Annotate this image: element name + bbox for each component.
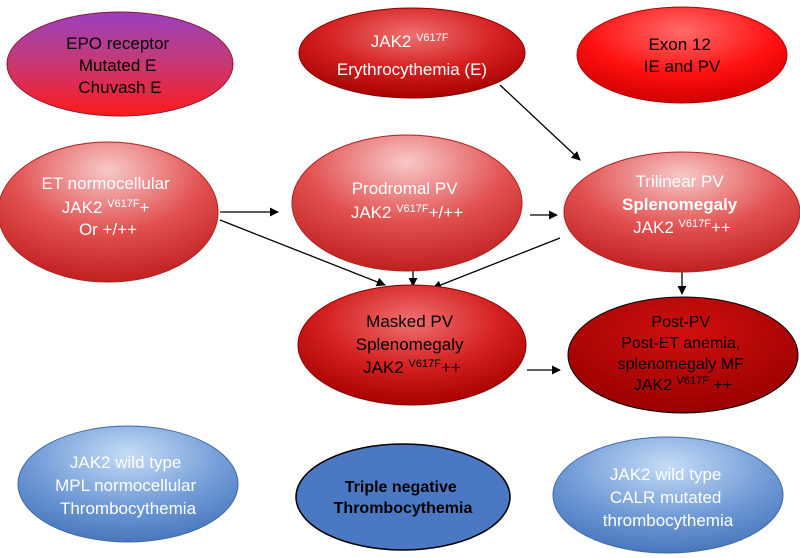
mpl-line-1: JAK2 wild type: [70, 453, 182, 472]
svg-text:JAK2 wild type CALR muta: JAK2 wild type CALR mutated thrombocythe…: [603, 465, 734, 530]
exon12-line-1: Exon 12: [648, 35, 710, 54]
prodromal-gene: JAK2: [351, 203, 396, 222]
triple-line-1: Triple negative: [345, 479, 457, 496]
node-trilinear-pv: Trilinear PV Splenomegaly JAK2 V617F++: [563, 151, 800, 273]
exon12-line-2: IE and PV: [644, 57, 721, 76]
svg-text:ET normocellular JAK2 V6: ET normocellular JAK2 V617F+ Or +/++: [42, 174, 175, 239]
edge-et-to-masked: [219, 219, 386, 287]
masked-sup: V617F: [409, 358, 442, 370]
triple-line-2: Thrombocythemia: [334, 500, 473, 517]
postpv-line-1: Post-PV: [651, 314, 710, 331]
et-suffix: +: [140, 198, 150, 217]
svg-text:EPO receptor Mutated E: EPO receptor Mutated E Chuvash E: [66, 34, 174, 97]
mpl-line-2: MPL normocellular: [55, 476, 196, 495]
postpv-line-3: splenomegaly MF: [618, 356, 745, 373]
epo-line-3: Chuvash E: [78, 78, 161, 97]
trilinear-line-2: Splenomegaly: [622, 195, 738, 214]
prodromal-suffix: +/++: [429, 203, 464, 222]
node-prodromal-pv: Prodromal PV JAK2 V617F+/++: [291, 134, 523, 272]
et-gene: JAK2: [62, 198, 107, 217]
svg-text:Masked PV Splenomegaly: Masked PV Splenomegaly JAK2 V617F++: [356, 312, 468, 377]
node-epo-receptor: EPO receptor Mutated E Chuvash E: [6, 11, 234, 117]
svg-text:Triple negative Thromboc: Triple negative Thrombocythemia: [334, 479, 473, 517]
prodromal-line-1: Prodromal PV: [352, 179, 458, 198]
node-jak2-erythrocythemia: JAK2 V617F Erythrocythemia (E): [298, 7, 526, 99]
node-et-normocellular: ET normocellular JAK2 V617F+ Or +/++: [0, 141, 219, 283]
et-sup: V617F: [107, 198, 140, 210]
edges: [219, 84, 687, 375]
jak2ery-sup: V617F: [416, 32, 449, 44]
edge-trilinear-to-masked: [432, 237, 561, 290]
svg-text:Post-PV Post-ET anemia,: Post-PV Post-ET anemia, splenomegaly MF …: [618, 314, 749, 394]
trilinear-line-1: Trilinear PV: [636, 172, 725, 191]
jak2ery-gene: JAK2: [371, 32, 416, 51]
svg-text:Trilinear PV Splenomegal: Trilinear PV Splenomegaly JAK2 V617F++: [622, 172, 742, 237]
et-line-3: Or +/++: [79, 220, 137, 239]
node-jak2-wt-calr: JAK2 wild type CALR mutated thrombocythe…: [552, 436, 784, 554]
svg-text:JAK2 V617F Erythrocythem: JAK2 V617F Erythrocythemia (E): [337, 26, 487, 79]
node-triple-negative: Triple negative Thrombocythemia: [295, 443, 511, 551]
node-post-pv: Post-PV Post-ET anemia, splenomegaly MF …: [567, 296, 799, 414]
calr-line-2: CALR mutated: [610, 488, 722, 507]
masked-line-1: Masked PV: [366, 312, 454, 331]
masked-suffix: ++: [441, 358, 461, 377]
edge-jak2ery-to-trilinear: [499, 84, 581, 161]
epo-line-2: Mutated E: [79, 56, 157, 75]
svg-text:Exon 12 IE and PV: Exon 12 IE and PV: [644, 35, 721, 76]
epo-line-1: EPO receptor: [66, 34, 169, 53]
svg-text:JAK2 wild type MPL normo: JAK2 wild type MPL normocellular Thrombo…: [55, 453, 201, 518]
mpl-line-3: Thrombocythemia: [60, 499, 197, 518]
calr-line-1: JAK2 wild type: [610, 465, 722, 484]
node-jak2-wt-mpl: JAK2 wild type MPL normocellular Thrombo…: [17, 425, 239, 543]
postpv-line-2: Post-ET anemia,: [621, 335, 740, 352]
trilinear-gene: JAK2: [633, 218, 678, 237]
postpv-gene: JAK2: [634, 377, 677, 394]
calr-line-3: thrombocythemia: [603, 511, 734, 530]
node-masked-pv: Masked PV Splenomegaly JAK2 V617F++: [297, 284, 527, 406]
jak2ery-line-2: Erythrocythemia (E): [337, 60, 487, 79]
postpv-suffix: ++: [709, 377, 732, 394]
masked-line-2: Splenomegaly: [356, 335, 464, 354]
trilinear-suffix: ++: [711, 218, 731, 237]
svg-text:Prodromal PV JAK2 V617F+: Prodromal PV JAK2 V617F+/++: [351, 179, 463, 222]
postpv-sup: V617F: [677, 375, 710, 387]
masked-gene: JAK2: [363, 358, 408, 377]
node-exon12: Exon 12 IE and PV: [576, 6, 788, 104]
et-line-1: ET normocellular: [42, 174, 171, 193]
trilinear-sup: V617F: [679, 218, 712, 230]
prodromal-sup: V617F: [396, 203, 429, 215]
